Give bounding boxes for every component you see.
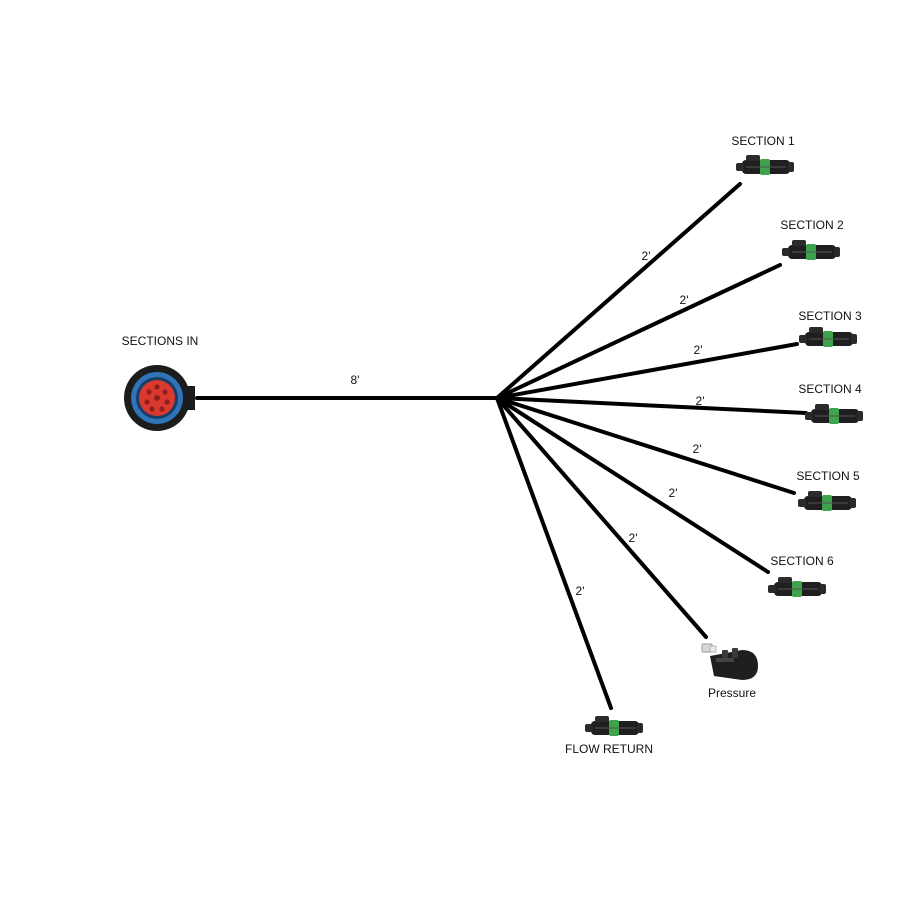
section-5-label: SECTION 5 xyxy=(796,469,860,483)
flow-return-label: FLOW RETURN xyxy=(565,742,653,756)
section-4-label: SECTION 4 xyxy=(798,382,862,396)
section-2-label: SECTION 2 xyxy=(780,218,844,232)
section-1-length: 2' xyxy=(642,249,651,263)
weatherpack-connector-icon xyxy=(584,715,644,737)
pressure-label: Pressure xyxy=(708,686,756,700)
weatherpack-connector-icon xyxy=(797,490,857,512)
section-3-length: 2' xyxy=(694,343,703,357)
wire-section-2 xyxy=(495,263,782,400)
source-label: SECTIONS IN xyxy=(122,334,199,348)
wire-section-5 xyxy=(495,396,796,495)
section-6-label: SECTION 6 xyxy=(770,554,834,568)
wire-section-3 xyxy=(495,342,799,400)
circular-connector-icon xyxy=(124,365,195,431)
section-5-length: 2' xyxy=(693,442,702,456)
weatherpack-connector-icon xyxy=(781,239,841,261)
wire-section-4 xyxy=(495,396,808,415)
flow-return-length: 2' xyxy=(576,584,585,598)
weatherpack-connector-icon xyxy=(804,403,864,425)
pressure-length: 2' xyxy=(629,531,638,545)
trunk-length-label: 8' xyxy=(351,373,360,387)
section-2-length: 2' xyxy=(680,293,689,307)
wire-flow-return xyxy=(495,396,613,710)
wire-section-6 xyxy=(495,396,770,574)
weatherpack-connector-icon xyxy=(735,154,795,176)
wire-pressure xyxy=(495,396,708,639)
wires xyxy=(195,182,808,710)
section-1-label: SECTION 1 xyxy=(731,134,795,148)
wire-section-1 xyxy=(495,182,742,400)
section-3-label: SECTION 3 xyxy=(798,309,862,323)
section-6-length: 2' xyxy=(669,486,678,500)
pressure-sensor-connector-icon xyxy=(701,643,758,680)
weatherpack-connector-icon xyxy=(767,576,827,598)
section-4-length: 2' xyxy=(696,394,705,408)
weatherpack-connector-icon xyxy=(798,326,858,348)
